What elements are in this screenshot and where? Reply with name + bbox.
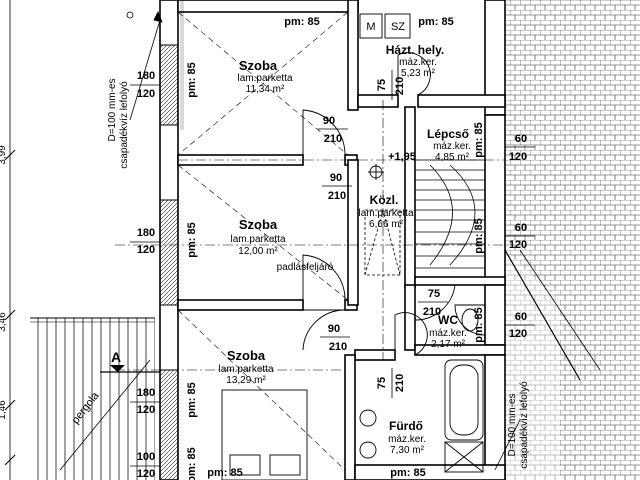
dim-left-b: 3,46 bbox=[0, 312, 8, 332]
pm-label-bottom1: pm: 85 bbox=[207, 467, 242, 479]
door-210-v1: 210 bbox=[394, 77, 406, 95]
dimension-line-left bbox=[4, 0, 16, 480]
room-name-szoba2: Szoba bbox=[239, 217, 278, 232]
room-area-wc: 2,17 m² bbox=[431, 339, 466, 350]
pm-label-top2: pm: 85 bbox=[418, 16, 453, 28]
pergola bbox=[30, 317, 155, 480]
dim-left-a: 3,99 bbox=[0, 145, 8, 165]
room-area-lepcso: 4,85 m² bbox=[435, 152, 470, 163]
room-name-furdo: Fürdő bbox=[389, 419, 423, 433]
room-name-lepcso: Lépcső bbox=[427, 127, 469, 141]
utility-sz-label: SZ bbox=[391, 21, 405, 33]
room-floor-szoba2: lam.parketta bbox=[230, 234, 285, 245]
dim-180-3: 180 bbox=[137, 387, 155, 399]
dim-120-r2: 120 bbox=[509, 239, 527, 251]
downpipe-leaders bbox=[126, 11, 521, 471]
room-name-wc: WC bbox=[438, 313, 458, 327]
reference-lines bbox=[115, 100, 505, 371]
pm-label-vertical6: pm: 85 bbox=[473, 218, 485, 253]
dim-60-1: 60 bbox=[515, 133, 527, 145]
dim-120-1: 120 bbox=[137, 88, 155, 100]
pm-label-bottom2: pm: 85 bbox=[390, 467, 425, 479]
room-floor-hazt: máz.ker. bbox=[399, 57, 437, 68]
dim-180-2: 180 bbox=[137, 227, 155, 239]
door-210-wc: 210 bbox=[423, 306, 441, 318]
section-marker bbox=[100, 365, 160, 373]
door-90-3: 90 bbox=[328, 323, 340, 335]
pm-label-vertical7: pm: 85 bbox=[473, 307, 485, 342]
room-floor-furdo: máz.ker. bbox=[388, 434, 426, 445]
dim-120-3: 120 bbox=[137, 404, 155, 416]
door-90-2: 90 bbox=[330, 172, 342, 184]
room-area-hazt: 5,23 m² bbox=[401, 68, 436, 79]
room-area-kozl: 6,66 m² bbox=[369, 219, 404, 230]
room-name-szoba3: Szoba bbox=[227, 348, 266, 363]
dim-120-4: 120 bbox=[137, 468, 155, 480]
pm-label-vertical3: pm: 85 bbox=[186, 382, 198, 417]
downpipe-label-left2: csapadékvíz lefolyó bbox=[119, 81, 130, 169]
room-name-hazt: Házt. hely. bbox=[386, 43, 444, 57]
pm-label-vertical2: pm: 85 bbox=[186, 222, 198, 257]
downpipe-label-right1: D=100 mm-es bbox=[507, 393, 518, 456]
dim-60-3: 60 bbox=[515, 311, 527, 323]
room-floor-szoba3: lam.parketta bbox=[218, 364, 273, 375]
dim-120-r3: 120 bbox=[509, 328, 527, 340]
dim-60-2: 60 bbox=[515, 222, 527, 234]
level-label: +1,95 bbox=[388, 151, 416, 163]
downpipe-label-right2: csapadékvíz lefolyó bbox=[519, 381, 530, 469]
walls bbox=[159, 0, 506, 480]
bed bbox=[221, 389, 308, 480]
attic-access-label: padlásfeljáró bbox=[277, 262, 334, 273]
pm-label-top1: pm: 85 bbox=[284, 16, 319, 28]
door-75-2: 75 bbox=[376, 377, 388, 389]
room-floor-wc: máz.ker. bbox=[429, 328, 467, 339]
room-area-szoba2: 12,00 m² bbox=[238, 246, 278, 257]
utility-boxes bbox=[359, 13, 411, 39]
pm-label-vertical4: pm: 85 bbox=[186, 447, 198, 480]
room-floor-lepcso: máz.ker. bbox=[433, 141, 471, 152]
downpipe-label-left1: D=100 mm-es bbox=[107, 78, 118, 141]
room-name-szoba1: Szoba bbox=[239, 58, 278, 73]
door-210-v2: 210 bbox=[394, 374, 406, 392]
room-floor-kozl: lam.parketta bbox=[358, 208, 413, 219]
room-area-szoba1: 11,34 m² bbox=[246, 84, 285, 95]
room-area-furdo: 7,30 m² bbox=[390, 445, 425, 456]
attic-hatch bbox=[364, 209, 401, 276]
dim-180-1: 180 bbox=[137, 70, 155, 82]
room-area-szoba3: 13,29 m² bbox=[226, 375, 266, 386]
room-floor-szoba1: lam.parketta bbox=[237, 73, 292, 84]
windows-left-wall bbox=[159, 0, 184, 480]
door-210-2: 210 bbox=[328, 190, 346, 202]
dim-100: 100 bbox=[137, 451, 155, 463]
door-90-1: 90 bbox=[323, 115, 335, 127]
door-210-3: 210 bbox=[329, 341, 347, 353]
section-label-a: A bbox=[111, 349, 121, 365]
dim-left-c: 1,46 bbox=[0, 400, 8, 420]
level-marker bbox=[368, 164, 384, 180]
door-75-wc: 75 bbox=[428, 288, 440, 300]
dim-120-r1: 120 bbox=[509, 151, 527, 163]
dim-120-2: 120 bbox=[137, 244, 155, 256]
pm-label-vertical1: pm: 85 bbox=[186, 62, 198, 97]
bathroom-fixtures bbox=[359, 308, 484, 473]
door-210-1: 210 bbox=[324, 133, 342, 145]
utility-m-label: M bbox=[366, 21, 375, 33]
room-name-kozl: Közl. bbox=[370, 193, 399, 207]
door-75-1: 75 bbox=[376, 79, 388, 91]
pm-label-vertical5: pm: 85 bbox=[473, 122, 485, 157]
